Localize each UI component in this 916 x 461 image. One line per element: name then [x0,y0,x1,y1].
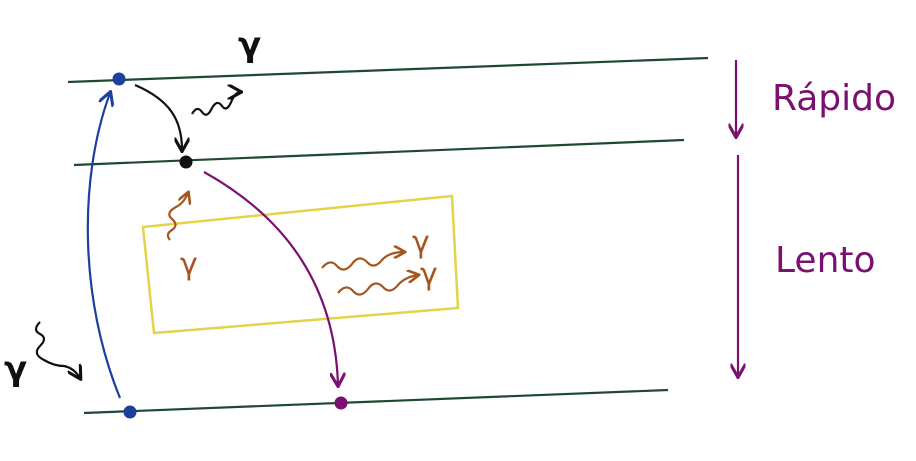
gamma-trap-1-label: γ [412,225,430,260]
upper-level-line [67,56,709,84]
electron-ground-right [334,396,348,410]
excitation-arrow [86,93,122,399]
electron-upper [112,72,126,86]
gamma-trap-2-label: γ [420,257,438,292]
emitted-photon-wave [191,92,240,116]
ground-level-line [83,388,669,415]
trap-photon-wave-1 [321,252,404,271]
trap-photon-wave-2 [337,275,418,296]
slow-decay-arrow [203,171,338,385]
gamma-emitted-label: γ [238,25,261,65]
slow-label: Lento [775,240,876,281]
trap-box [141,194,460,335]
gamma-incoming-label: γ [4,349,27,389]
gamma-trap-vertical-label: γ [180,247,198,282]
electron-middle [179,155,193,169]
incoming-photon-wave [34,321,80,378]
fast-decay-arrow [134,83,182,150]
fast-label: Rápido [772,78,896,119]
trap-photon-wave-vertical [166,193,188,241]
middle-level-line [73,138,685,167]
electron-ground-left [123,405,137,419]
